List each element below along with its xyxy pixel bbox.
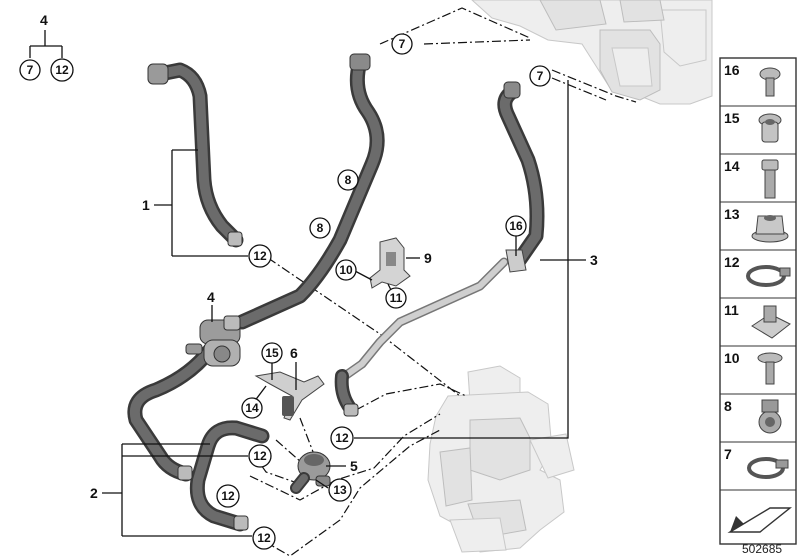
svg-text:7: 7	[399, 37, 406, 51]
parts-panel-row-16[interactable]: 16	[724, 62, 781, 97]
callout-circle-7-right: 7	[529, 65, 551, 87]
callout-9: 9	[424, 250, 432, 266]
svg-text:10: 10	[339, 263, 353, 277]
svg-text:8: 8	[345, 173, 352, 187]
callout-circle-12-hose2-mid: 12	[216, 484, 240, 508]
kit-legend-parent: 4	[40, 12, 48, 28]
parts-panel: 16 15 14 13	[719, 57, 797, 545]
direction-arrow-icon	[727, 507, 792, 533]
parts-panel-row-10[interactable]: 10	[724, 350, 783, 385]
callout-1: 1	[142, 197, 150, 213]
hex-bolt-icon	[761, 159, 779, 199]
parts-panel-row-15[interactable]: 15	[724, 110, 782, 143]
svg-text:14: 14	[245, 401, 259, 415]
kit-legend-child-12: 12	[50, 58, 74, 82]
grommet-nut-icon	[758, 113, 782, 143]
svg-text:14: 14	[724, 158, 740, 174]
callout-circle-10: 10	[335, 259, 357, 281]
svg-text:11: 11	[724, 302, 739, 318]
torx-screw-icon	[759, 67, 781, 97]
hose-holder-icon	[758, 399, 782, 434]
parts-panel-row-13[interactable]: 13	[724, 206, 789, 243]
flange-nut-icon	[751, 215, 789, 243]
callout-3: 3	[590, 252, 598, 268]
svg-text:12: 12	[335, 431, 349, 445]
auxiliary-heater-ghost	[427, 365, 575, 553]
square-clip-nut-icon	[751, 305, 791, 339]
callout-circle-8-lower: 8	[309, 217, 331, 239]
callout-circle-8-upper: 8	[337, 169, 359, 191]
parts-panel-row-7[interactable]: 7	[724, 446, 789, 479]
callout-6: 6	[290, 345, 298, 361]
svg-text:12: 12	[257, 531, 271, 545]
hose-8[interactable]	[234, 53, 385, 330]
svg-text:10: 10	[724, 350, 740, 366]
svg-text:12: 12	[55, 63, 69, 77]
svg-text:12: 12	[724, 254, 740, 270]
circled-callouts: 7 7 8 8 12 16 10 11	[216, 33, 551, 550]
svg-text:13: 13	[333, 483, 347, 497]
svg-text:15: 15	[724, 110, 740, 126]
hose-2[interactable]	[127, 322, 270, 532]
flange-screw-icon	[757, 352, 783, 385]
kit-legend-child-7: 7	[19, 59, 41, 81]
svg-text:12: 12	[253, 449, 267, 463]
kit-legend: 4 7 12	[19, 12, 74, 82]
hose-3[interactable]	[334, 81, 545, 417]
callout-circle-12-hose2-lower: 12	[252, 526, 276, 550]
svg-text:16: 16	[509, 219, 523, 233]
valve-4[interactable]	[185, 315, 241, 367]
svg-text:12: 12	[253, 249, 267, 263]
reference-number: 502685	[742, 542, 782, 556]
parts-panel-row-14[interactable]: 14	[724, 158, 779, 199]
leader-lines	[102, 80, 586, 537]
callout-4: 4	[207, 289, 215, 305]
callout-circle-11: 11	[385, 287, 407, 309]
callout-circle-16: 16	[505, 215, 527, 237]
parts-panel-row-12[interactable]: 12	[724, 254, 791, 287]
svg-text:7: 7	[724, 446, 732, 462]
svg-text:12: 12	[221, 489, 235, 503]
svg-text:7: 7	[537, 69, 544, 83]
callout-circle-12-pump: 12	[330, 426, 354, 450]
hose-clamp-icon	[746, 265, 791, 287]
worm-clamp-icon	[747, 457, 789, 479]
svg-text:15: 15	[265, 346, 279, 360]
bracket-6[interactable]	[254, 371, 325, 421]
callout-5: 5	[350, 458, 358, 474]
callout-2: 2	[90, 485, 98, 501]
svg-text:16: 16	[724, 62, 740, 78]
bracket-9[interactable]	[369, 237, 411, 289]
bold-callouts: 1 2 3 4 5 6 9	[90, 197, 598, 501]
pump-5[interactable]	[290, 451, 331, 494]
svg-text:11: 11	[390, 291, 403, 305]
callout-circle-14: 14	[241, 397, 263, 419]
hvac-housing-ghost	[471, 0, 713, 105]
parts-panel-row-8[interactable]: 8	[724, 398, 782, 434]
callout-circle-12-hose2-upper: 12	[248, 444, 272, 468]
callout-circle-12-hose1: 12	[248, 244, 272, 268]
callout-circle-15: 15	[261, 342, 283, 364]
svg-text:8: 8	[317, 221, 324, 235]
callout-circle-13: 13	[328, 478, 352, 502]
callout-circle-7-top: 7	[391, 33, 413, 55]
svg-text:13: 13	[724, 206, 740, 222]
svg-text:7: 7	[27, 63, 34, 77]
parts-panel-row-11[interactable]: 11	[724, 302, 791, 339]
hose-1[interactable]	[147, 62, 244, 248]
svg-text:8: 8	[724, 398, 732, 414]
